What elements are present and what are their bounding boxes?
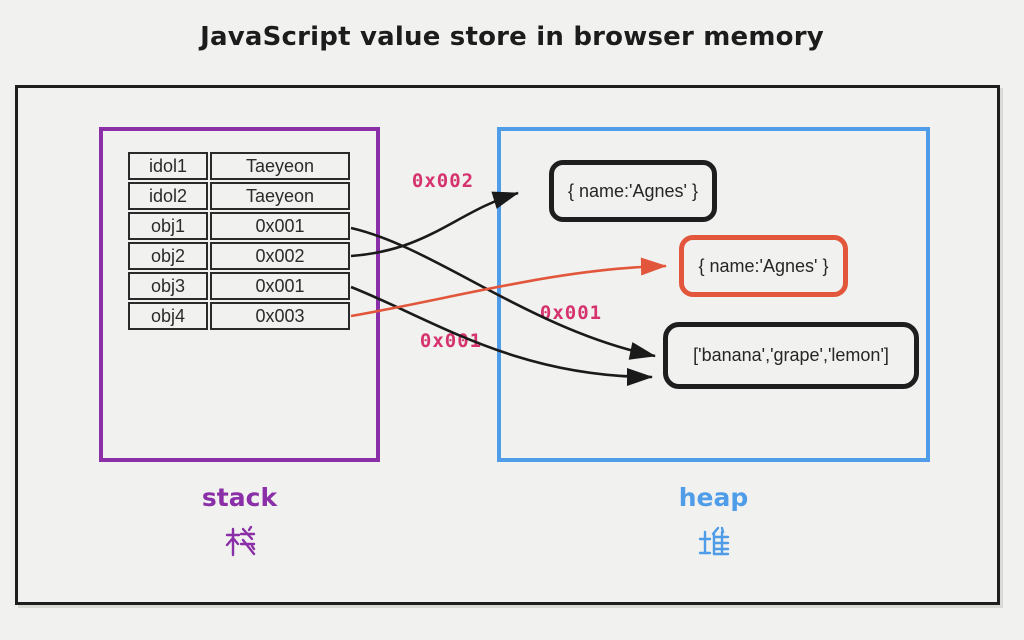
table-cell-key: idol1 xyxy=(128,152,208,180)
table-cell-key: obj3 xyxy=(128,272,208,300)
pointer-address-label: 0x001 xyxy=(539,302,603,324)
table-cell-key: obj4 xyxy=(128,302,208,330)
heap-object-agnes-2: { name:'Agnes' } xyxy=(679,235,848,297)
cjk-glyph-zhan xyxy=(225,525,256,557)
table-cell-key: obj2 xyxy=(128,242,208,270)
table-cell-value: 0x002 xyxy=(210,242,350,270)
table-cell-value: 0x003 xyxy=(210,302,350,330)
memory-frame xyxy=(15,85,1000,605)
heap-object-agnes-1: { name:'Agnes' } xyxy=(549,160,717,222)
diagram-title: JavaScript value store in browser memory xyxy=(200,22,824,52)
stack-label-cjk: 棧 xyxy=(223,525,257,564)
cjk-glyph-dui xyxy=(698,526,730,556)
table-cell-key: idol2 xyxy=(128,182,208,210)
pointer-address-label: 0x001 xyxy=(419,330,483,352)
table-cell-value: 0x001 xyxy=(210,212,350,240)
table-cell-value: 0x001 xyxy=(210,272,350,300)
table-cell-value: Taeyeon xyxy=(210,152,350,180)
pointer-address-label: 0x002 xyxy=(411,170,475,192)
heap-label: heap xyxy=(678,483,749,512)
table-cell-value: Taeyeon xyxy=(210,182,350,210)
stack-variable-table: idol1 Taeyeon idol2 Taeyeon obj1 0x001 o… xyxy=(128,152,350,330)
table-cell-key: obj1 xyxy=(128,212,208,240)
heap-label-cjk: 堆 xyxy=(697,525,731,564)
heap-object-array: ['banana','grape','lemon'] xyxy=(663,322,919,389)
stack-label: stack xyxy=(201,483,278,512)
